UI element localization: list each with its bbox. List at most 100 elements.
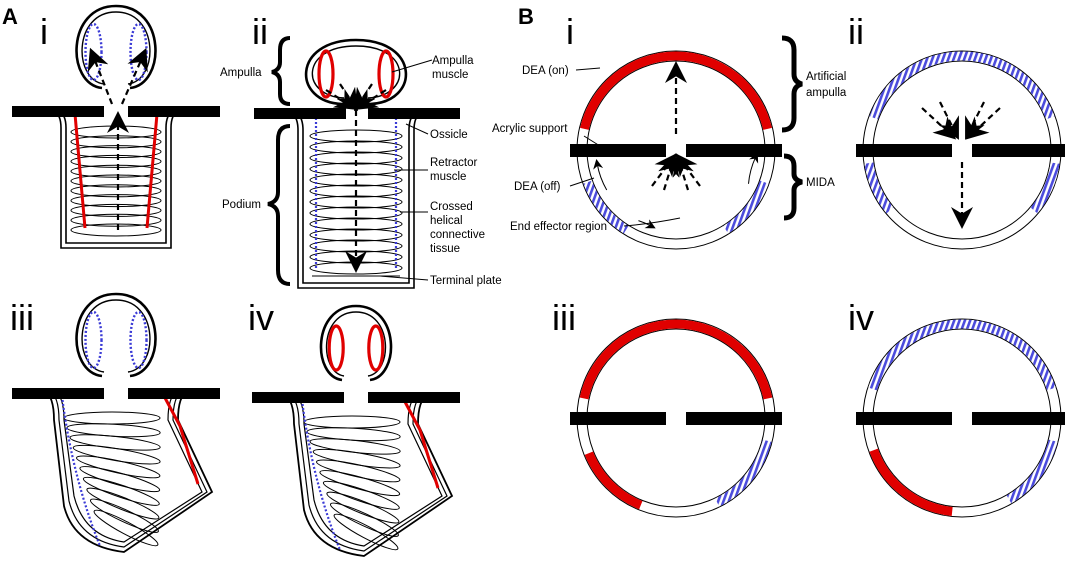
mida-i: [570, 50, 782, 250]
ossicle-left: [12, 106, 104, 117]
helical-tissue: [333, 513, 399, 551]
helical-tissue: [76, 455, 161, 479]
sublabel-b-iv: iv: [848, 297, 874, 338]
flow-arrow: [651, 153, 677, 187]
leader-terminal: [379, 275, 429, 281]
leader-dea-off: [569, 177, 595, 187]
podium-wall: [283, 393, 454, 557]
panel-letter-b: B: [518, 4, 534, 29]
helical-tissue: [70, 174, 162, 188]
tube-foot-i: [12, 4, 220, 249]
motion-arrow: [638, 219, 656, 229]
ampulla-inner: [325, 311, 387, 377]
helical-tissue: [79, 466, 161, 493]
dea-on-segment: [580, 51, 772, 130]
annotations-b-i: DEA (on) Acrylic support DEA (off) End e…: [492, 35, 847, 233]
panel-letter-a: A: [2, 4, 18, 29]
leader-acrylic: [583, 135, 601, 147]
helical-tissue: [63, 411, 161, 425]
ampulla-inner: [81, 299, 151, 373]
helical-tissue: [69, 434, 161, 451]
flow-arrow: [921, 107, 957, 140]
helical-tissue: [322, 480, 400, 510]
tube-foot-iii: [12, 292, 220, 553]
motion-arrow: [748, 152, 759, 184]
flow-arrow: [336, 83, 359, 112]
label-mida: MIDA: [806, 177, 835, 189]
helical-tissue: [70, 203, 162, 217]
dea-off-segment: [715, 439, 772, 507]
label-ampulla: Ampulla: [220, 67, 262, 79]
helical-tissue: [326, 491, 400, 524]
helical-tissue: [70, 184, 162, 198]
flow-arrow: [87, 47, 114, 105]
mida-ii: [856, 50, 1065, 250]
acrylic-support-right: [686, 412, 782, 425]
label-end-effector: End effector region: [510, 221, 607, 233]
motion-arrow: [593, 158, 608, 191]
label-crossed-4: tissue: [430, 243, 460, 255]
acrylic-support-left: [856, 412, 952, 425]
dea-on-segment: [584, 451, 643, 510]
flow-arrow: [675, 153, 701, 187]
dea-on-segment: [579, 319, 773, 400]
flow-arrow: [120, 47, 148, 105]
helical-tissue: [70, 223, 162, 237]
label-artificial-1: Artificial: [806, 71, 846, 83]
podium-brace: [267, 124, 291, 286]
helical-tissue: [93, 509, 159, 547]
ampulla-muscle: [84, 310, 103, 370]
dea-off-segment: [723, 180, 769, 234]
helical-tissue: [86, 487, 160, 520]
label-crossed-1: Crossed: [430, 201, 473, 213]
leader-dea-on: [575, 67, 601, 71]
label-dea-on: DEA (on): [522, 65, 569, 77]
ampulla-outline: [75, 4, 157, 90]
helical-tissue: [316, 459, 401, 483]
acrylic-support-right: [686, 144, 782, 157]
label-crossed-2: helical: [430, 215, 463, 227]
ampulla-muscle: [327, 324, 345, 372]
ossicle-left: [254, 108, 346, 119]
ossicle-right: [128, 388, 220, 399]
mida-brace: [783, 153, 803, 221]
label-dea-off: DEA (off): [514, 181, 561, 193]
retractor-muscle: [73, 113, 87, 229]
annotations-a-ii: Ampulla Podium Ampulla muscle Ossicle Re…: [220, 36, 502, 287]
sublabel-b-i: i: [566, 11, 574, 52]
dea-off-segment: [583, 180, 629, 234]
ampulla-inner: [311, 45, 401, 99]
sublabel-a-ii: ii: [252, 11, 268, 52]
flow-arrow: [965, 101, 985, 140]
ossicle-left: [12, 388, 104, 399]
label-retractor-2: muscle: [430, 171, 466, 183]
label-crossed-3: connective: [430, 229, 485, 241]
acrylic-support-left: [570, 144, 666, 157]
podium-wall: [43, 389, 214, 553]
acrylic-support-right: [972, 412, 1065, 425]
ampulla-muscle: [129, 310, 148, 370]
flow-arrow: [965, 107, 1001, 140]
leader-end-effector: [623, 217, 681, 227]
retractor-muscle: [300, 399, 342, 551]
podium-wall: [53, 389, 203, 543]
ossicle-right: [128, 106, 220, 117]
ossicle-left: [252, 392, 344, 403]
sublabel-b-ii: ii: [848, 11, 864, 52]
mida-iii: [570, 318, 782, 518]
podium-wall: [293, 393, 443, 547]
helical-tissue: [82, 476, 160, 506]
leader-ossicle: [405, 123, 429, 135]
ampulla-muscle: [129, 22, 148, 82]
ampulla-muscle: [377, 49, 395, 99]
leader-ampulla-muscle: [391, 59, 433, 73]
helical-tissue: [70, 164, 162, 178]
label-podium: Podium: [222, 199, 261, 211]
acrylic-support-left: [570, 412, 666, 425]
ossicle-right: [368, 108, 460, 119]
artificial-ampulla-brace: [781, 35, 803, 133]
flow-arrow: [658, 153, 680, 191]
helical-tissue: [70, 154, 162, 168]
